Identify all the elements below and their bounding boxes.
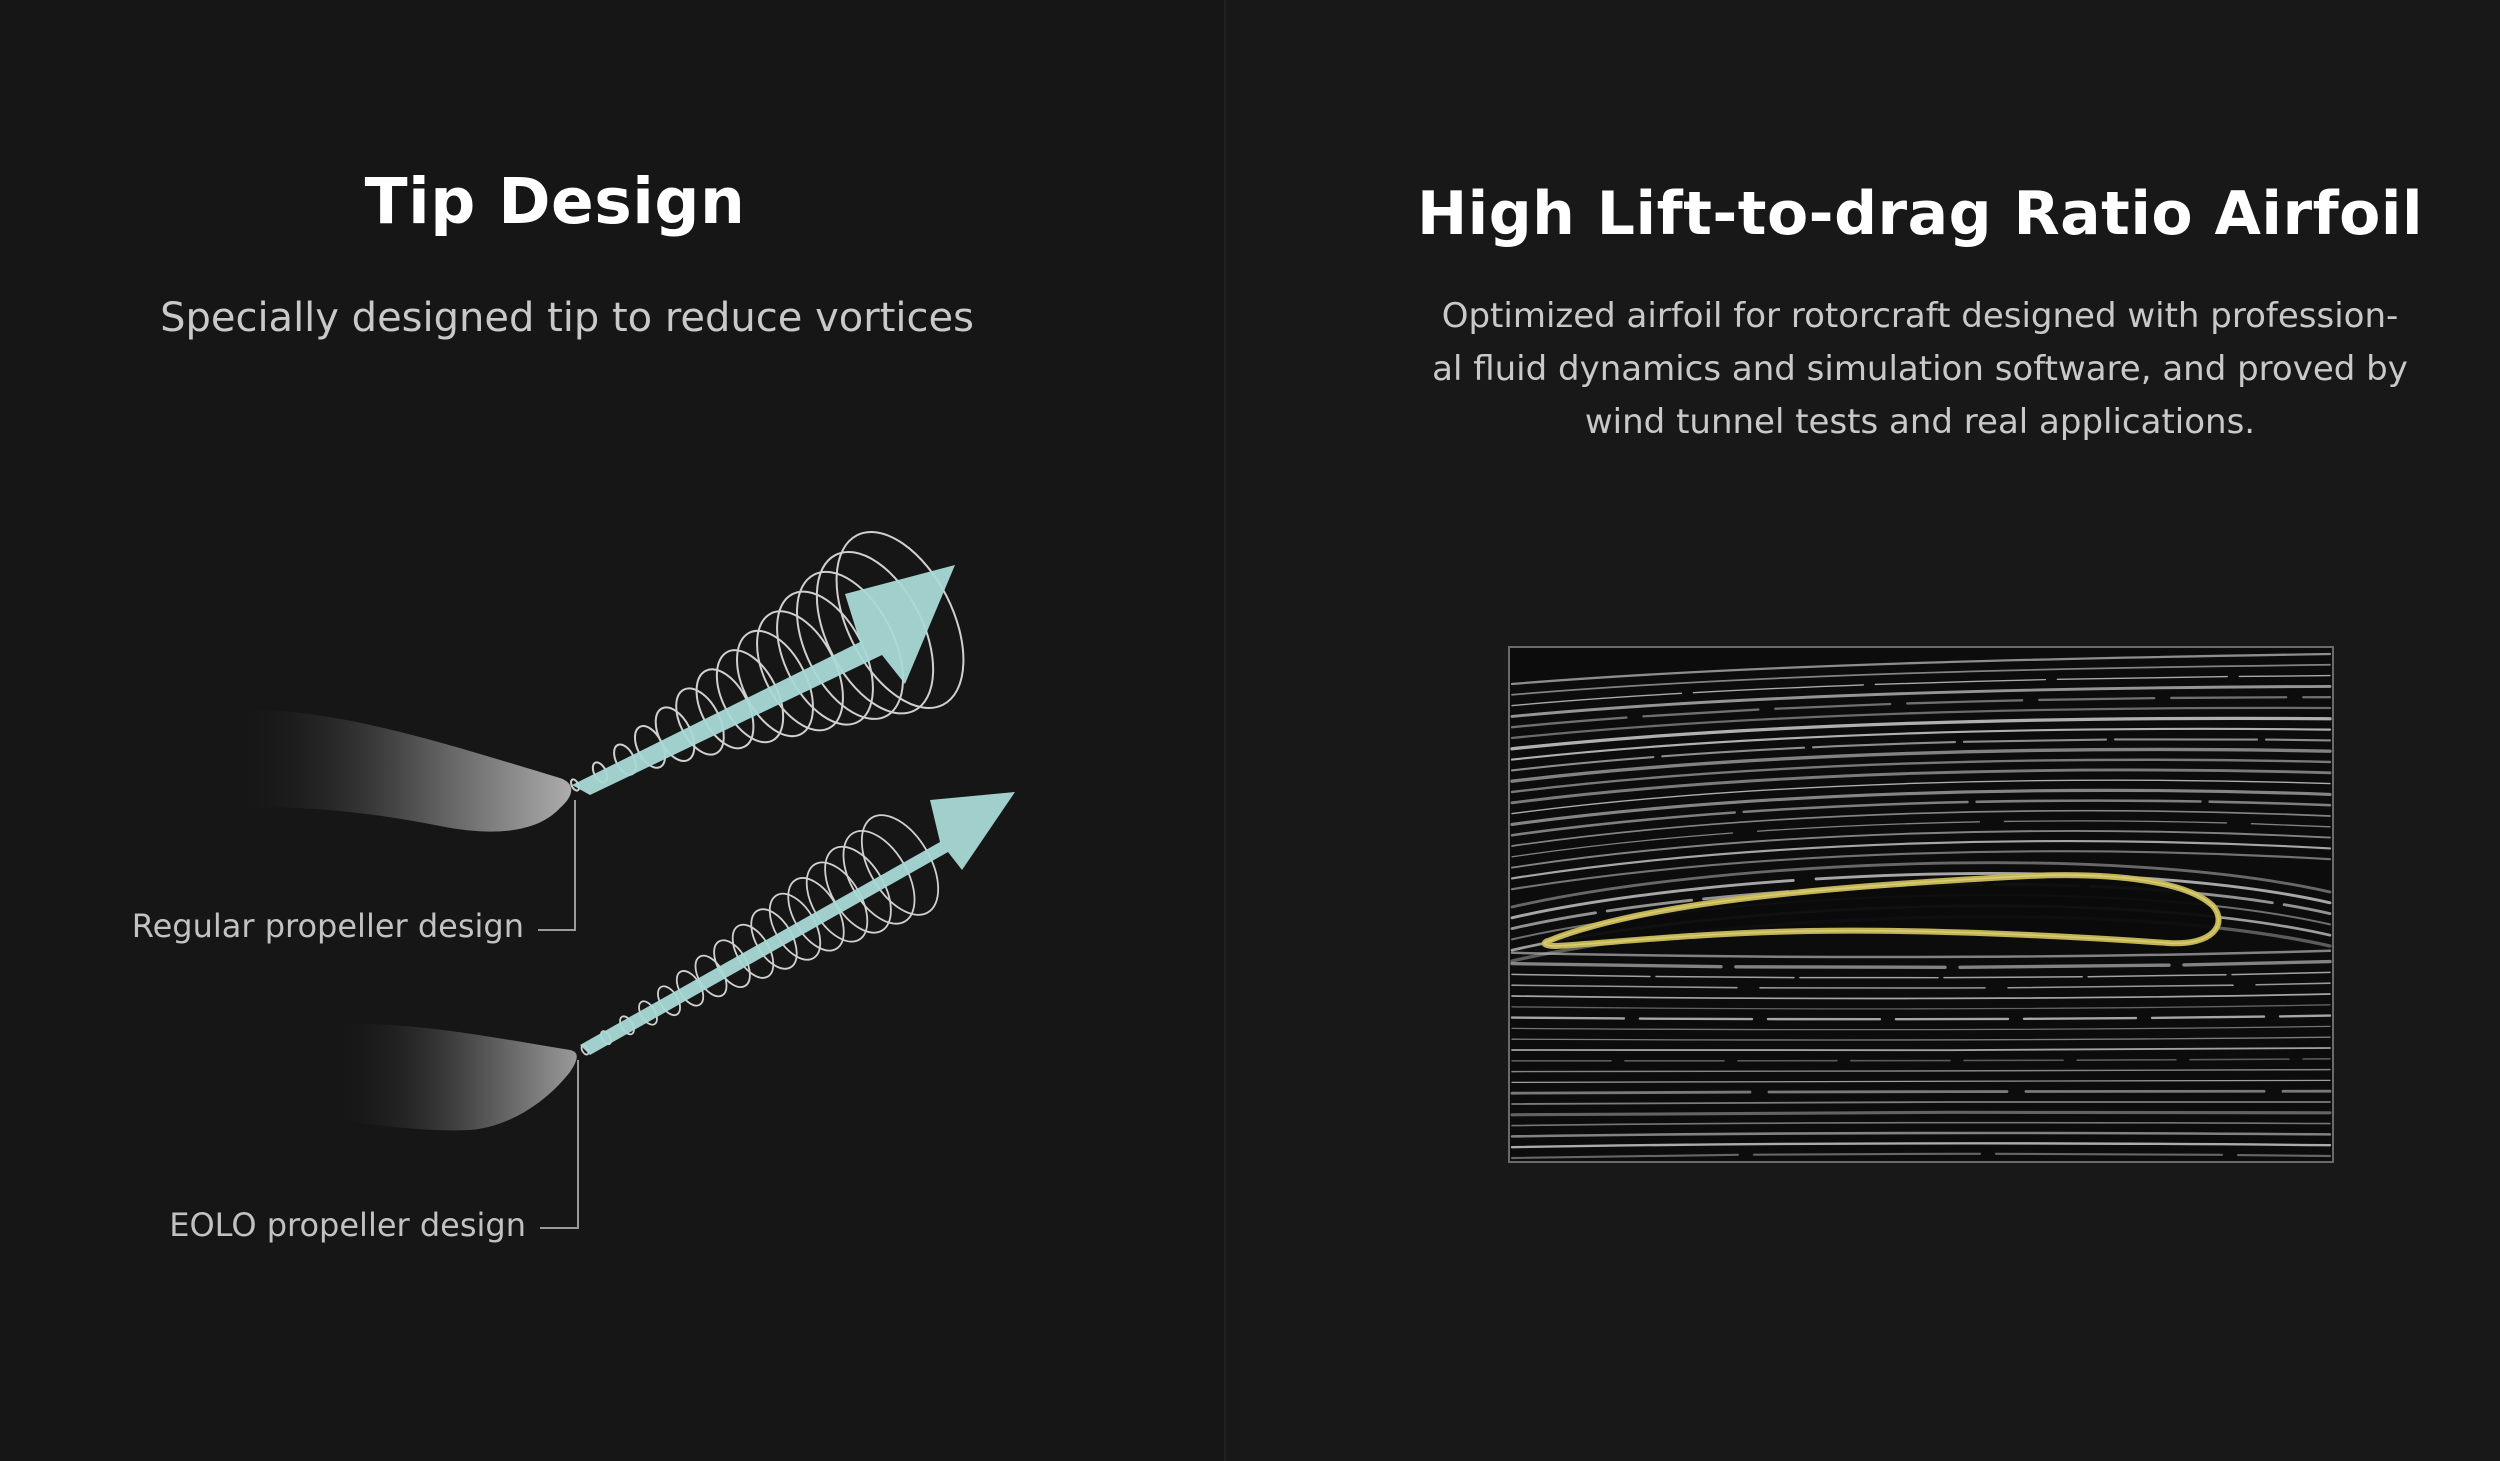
streamline xyxy=(1511,1121,2331,1127)
streamline xyxy=(1510,652,2332,686)
streamline xyxy=(1510,949,2332,959)
streamline xyxy=(1511,820,2331,858)
streamline xyxy=(1511,971,2331,979)
airfoil-description-line: wind tunnel tests and real applications. xyxy=(1584,402,2256,442)
streamline xyxy=(1510,1089,2332,1095)
streamline xyxy=(1511,1047,2331,1052)
streamline xyxy=(1510,850,2332,891)
regular-vortex-coils xyxy=(569,531,965,792)
streamline xyxy=(1510,716,2332,751)
streamline xyxy=(1511,1036,2331,1041)
streamline xyxy=(1511,982,2331,989)
vortex-coil xyxy=(715,649,785,744)
eolo-callout-line xyxy=(540,1060,579,1229)
streamline xyxy=(1511,1058,2331,1062)
streamline xyxy=(1510,1110,2332,1117)
panel-divider xyxy=(1224,0,1226,1461)
streamline xyxy=(1510,1152,2332,1160)
streamline xyxy=(1510,696,2332,729)
streamline xyxy=(1511,809,2331,847)
propeller-tip-illustration xyxy=(230,531,1015,1229)
streamline xyxy=(1511,1100,2331,1105)
streamline xyxy=(1511,830,2331,869)
streamline xyxy=(1511,674,2331,707)
streamline xyxy=(1510,738,2332,772)
streamline xyxy=(1511,993,2331,1000)
regular-propeller-label: Regular propeller design xyxy=(131,907,524,945)
streamline xyxy=(1511,1079,2331,1084)
airfoil-description-line: Optimized airfoil for rotorcraft designe… xyxy=(1441,296,2399,336)
streamline xyxy=(1511,1025,2331,1031)
streamline xyxy=(1510,684,2332,718)
streamline xyxy=(1510,959,2332,970)
streamline xyxy=(1511,663,2331,696)
airfoil-description: Optimized airfoil for rotorcraft designe… xyxy=(1380,290,2460,449)
streamline xyxy=(1511,779,2331,815)
airfoil-glow xyxy=(1543,874,2220,947)
streamline xyxy=(1510,799,2332,837)
streamline xyxy=(1510,727,2332,761)
streamline xyxy=(1510,788,2332,826)
airfoil-title: High Lift-to-drag Ratio Airfoil xyxy=(1416,179,2424,249)
tip-design-subtitle: Specially designed tip to reduce vortice… xyxy=(160,295,974,341)
tip-design-panel xyxy=(0,0,1224,1461)
eolo-airflow-arrow xyxy=(580,792,1015,1055)
streamline xyxy=(1510,1014,2332,1021)
regular-blade-shape xyxy=(230,709,572,832)
vortex-coil xyxy=(736,629,814,738)
streamline xyxy=(1510,1142,2332,1149)
streamline xyxy=(1510,861,2332,909)
streamline xyxy=(1510,747,2332,783)
streamline xyxy=(1510,768,2332,805)
streamline xyxy=(1510,872,2332,920)
streamline xyxy=(1511,1004,2331,1010)
streamline xyxy=(1510,758,2332,794)
streamline xyxy=(1510,706,2332,740)
airfoil-streamline-illustration xyxy=(1508,646,2334,1163)
vortex-coil xyxy=(695,668,755,750)
tip-design-title: Tip Design xyxy=(364,165,746,238)
airfoil-description-line: al fluid dynamics and simulation softwar… xyxy=(1432,349,2408,389)
streamline xyxy=(1510,1131,2332,1138)
streamline xyxy=(1510,840,2332,880)
regular-callout-line xyxy=(538,800,576,931)
eolo-blade-shape xyxy=(330,1024,577,1131)
regular-airflow-arrow xyxy=(572,565,955,795)
eolo-propeller-label: EOLO propeller design xyxy=(169,1206,526,1244)
streamline xyxy=(1511,1068,2331,1073)
vortex-coil xyxy=(835,531,965,709)
